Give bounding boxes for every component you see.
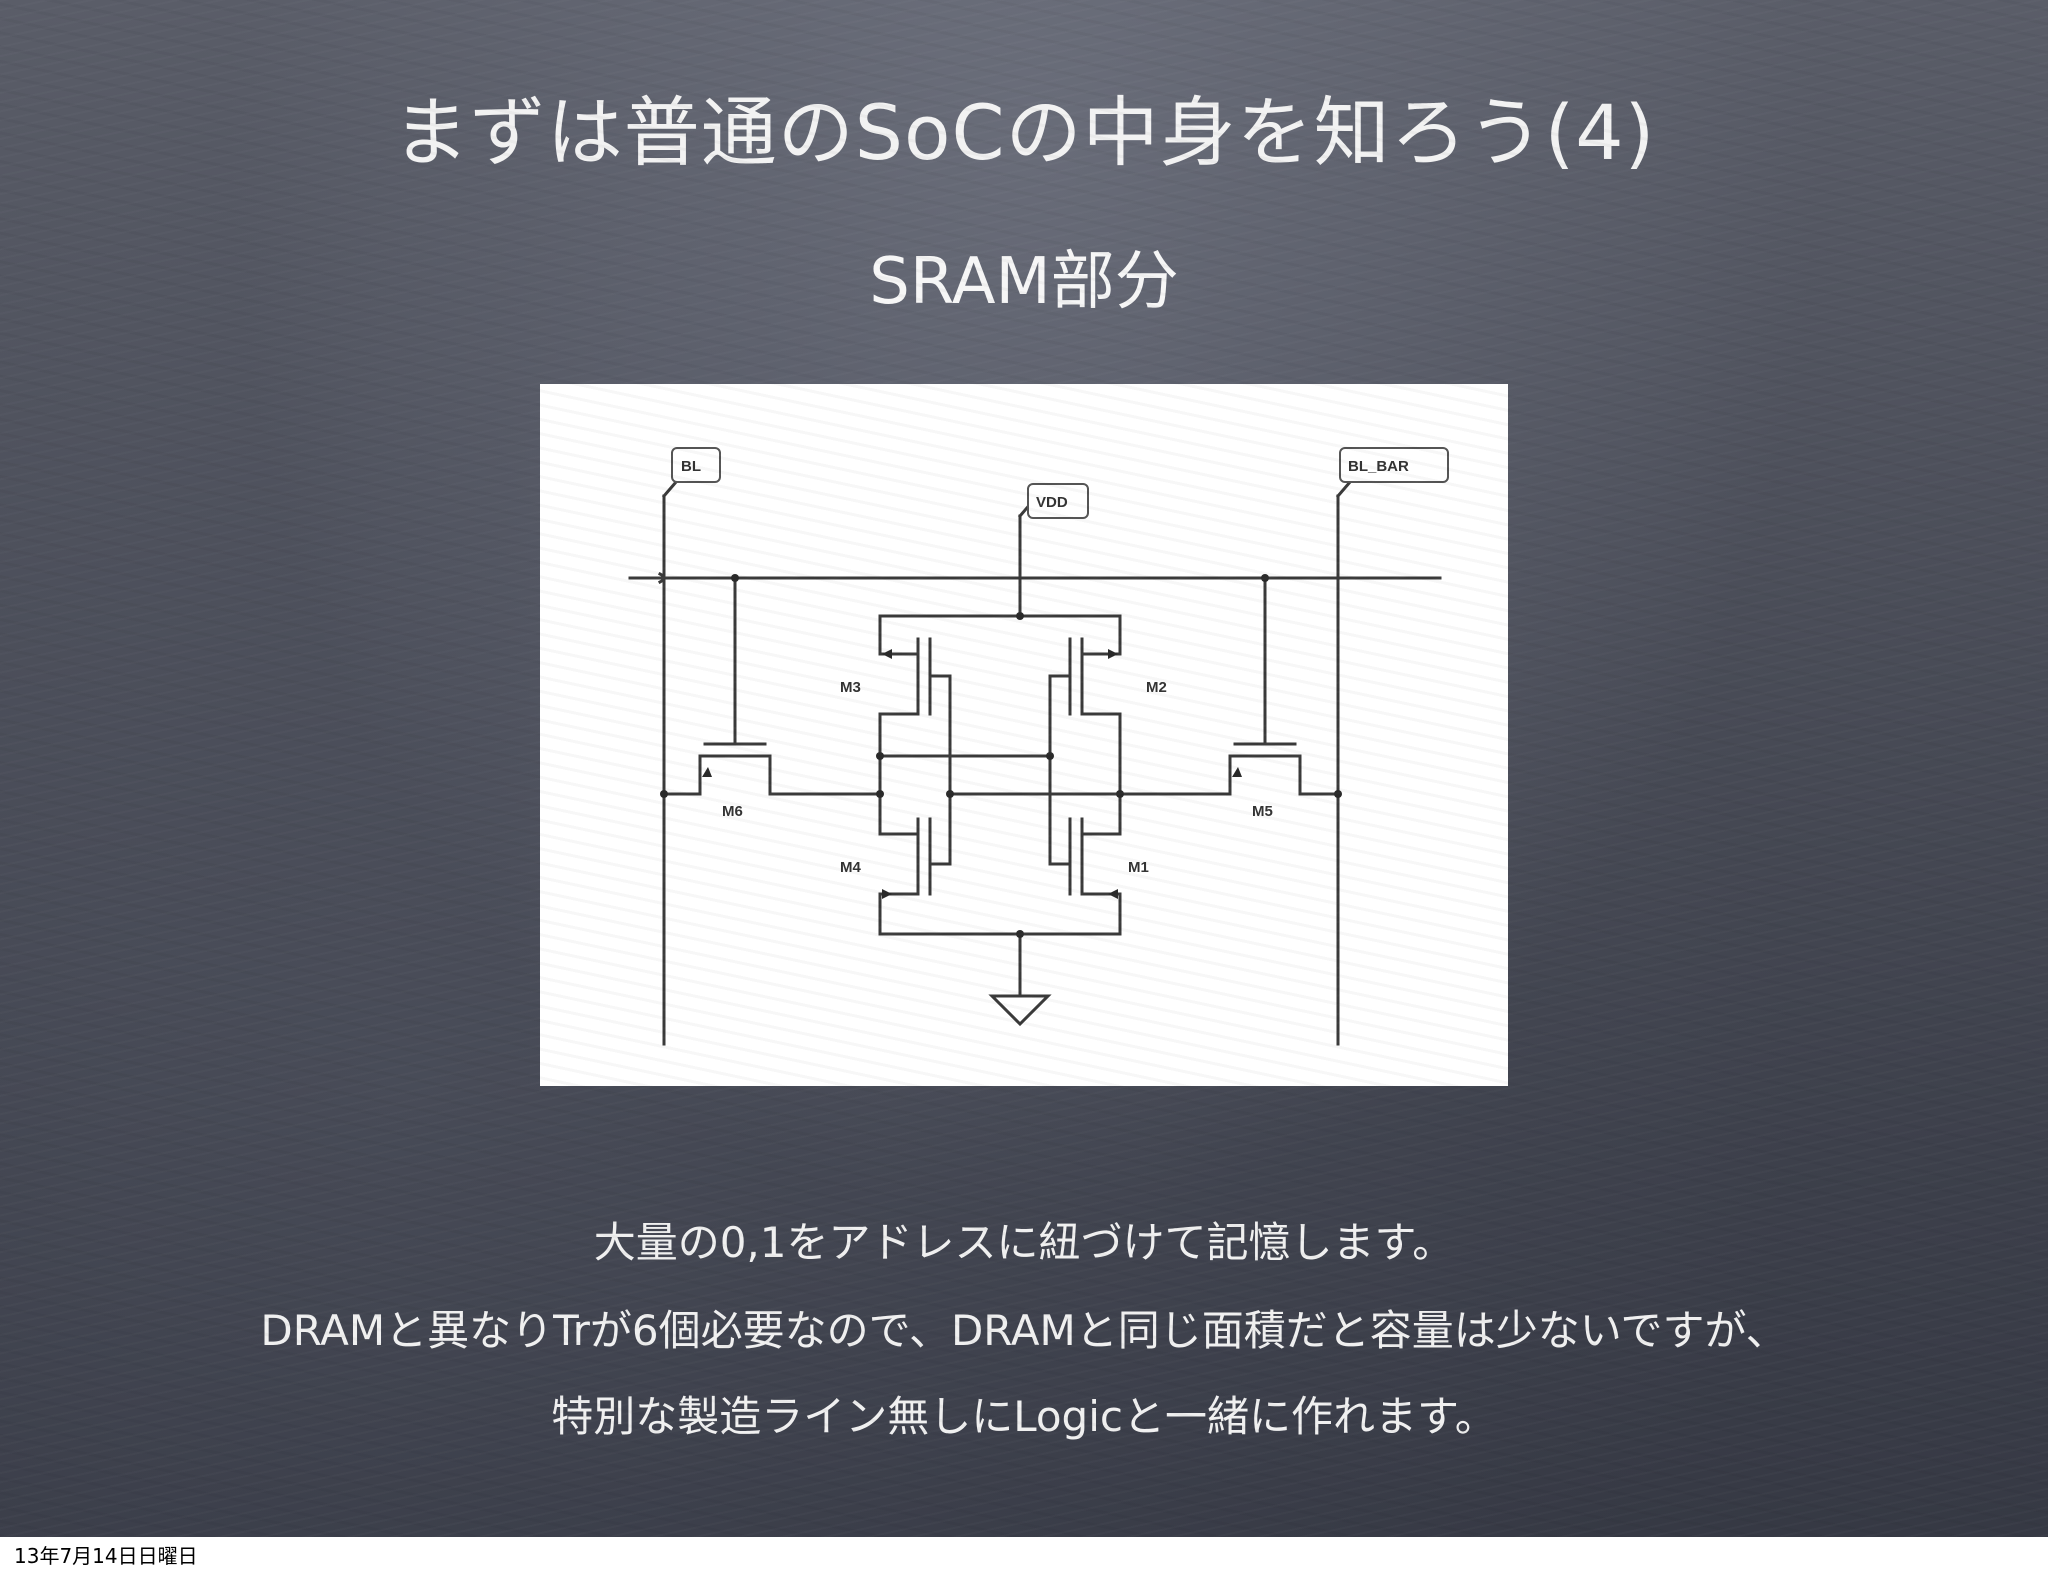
footer-strip [0,1537,2048,1576]
slide-subtitle: SRAM部分 [869,245,1179,319]
footer-date: 13年7月14日日曜日 [14,1544,198,1568]
label-bl: BL [681,458,701,475]
label-m2: M2 [1146,679,1167,696]
label-m4: M4 [840,859,861,876]
label-bl-bar: BL_BAR [1348,458,1409,475]
slide-title: まずは普通のSoCの中身を知ろう(4) [392,88,1656,177]
label-vdd: VDD [1036,494,1068,511]
sram-schematic-svg: BL BL_BAR VDD M2 M3 M4 M1 M6 M5 [628,447,1449,1046]
slide: まずは普通のSoCの中身を知ろう(4) SRAM部分 [0,0,2048,1537]
label-m6: M6 [722,803,743,820]
sram-circuit-diagram: BL BL_BAR VDD M2 M3 M4 M1 M6 M5 [540,384,1508,1086]
label-m5: M5 [1252,803,1273,820]
body-line-3: 特別な製造ライン無しにLogicと一緒に作れます。 [551,1392,1497,1441]
body-line-1: 大量の0,1をアドレスに紐づけて記憶します。 [593,1218,1455,1267]
label-m1: M1 [1128,859,1149,876]
label-m3: M3 [840,679,861,696]
ground-symbol [988,994,1052,1027]
body-line-2: DRAMと異なりTrが6個必要なので、DRAMと同じ面積だと容量は少ないですが、 [260,1306,1788,1355]
